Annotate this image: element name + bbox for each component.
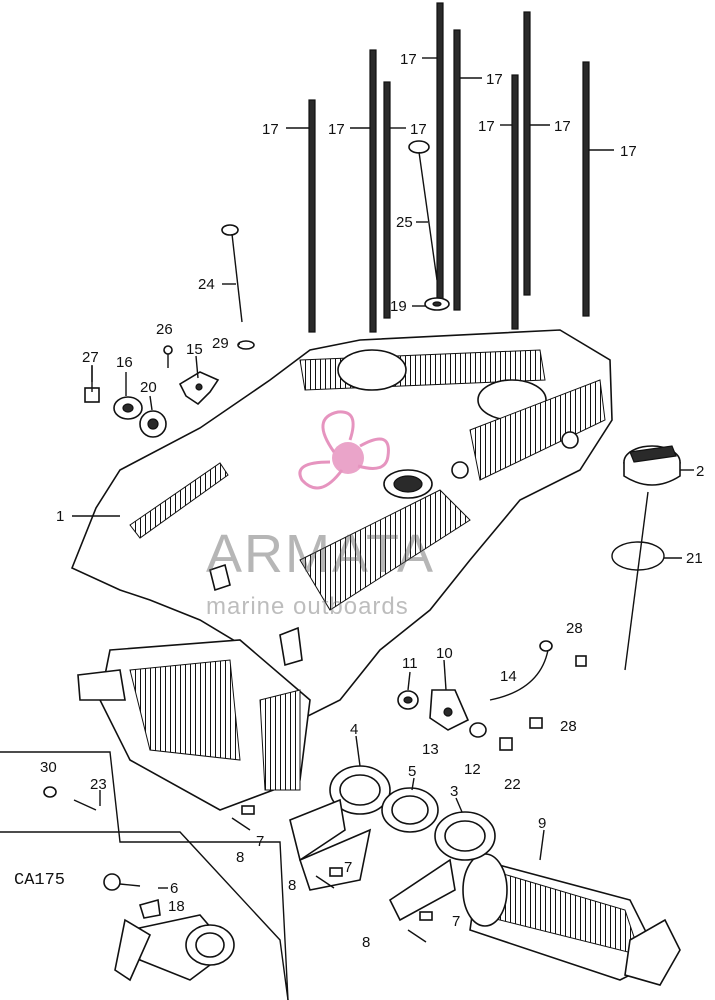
callout-30: 30 [40,759,57,776]
oil-filler-cap-2 [623,445,681,671]
callout-16: 16 [116,354,133,371]
watermark: ARMATA marine outboards [206,410,435,620]
model-label-ca175: CA175 [14,871,65,890]
stud-bolts-17 [308,2,590,333]
callout-22: 22 [504,776,521,793]
watermark-logo-icon [298,410,390,490]
callout-28-b: 28 [560,718,577,735]
callout-26: 26 [156,321,173,338]
callout-18: 18 [168,898,185,915]
callout-17-b: 17 [328,121,345,138]
callout-2: 2 [696,463,704,480]
callout-6: 6 [170,880,178,897]
callout-21: 21 [686,550,703,567]
callout-8-b: 8 [288,877,296,894]
callout-23: 23 [90,776,107,793]
callout-17-c: 17 [410,121,427,138]
shift-stopper-parts [397,640,587,751]
callout-20: 20 [140,379,157,396]
callout-27: 27 [82,349,99,366]
callout-17-e: 17 [486,71,503,88]
callout-25: 25 [396,214,413,231]
callout-8-a: 8 [236,849,244,866]
callout-12: 12 [464,761,481,778]
callout-10: 10 [436,645,453,662]
guide-pins-7-clips-8 [231,805,433,943]
callout-13: 13 [422,741,439,758]
callout-15: 15 [186,341,203,358]
push-rod-25 [408,140,450,311]
shift-forks-3-4-5 [289,765,496,922]
callout-9: 9 [538,815,546,832]
watermark-tagline: marine outboards [206,593,409,620]
callout-17-h: 17 [620,143,637,160]
small-parts-left [84,345,220,438]
callout-7-c: 7 [452,913,460,930]
watermark-brand: ARMATA [206,524,435,584]
callout-labels: 1 2 3 4 5 6 7 7 7 8 8 8 9 10 11 12 13 14… [14,51,704,951]
callout-11: 11 [402,655,418,672]
callout-29: 29 [212,335,229,352]
leader-lines [72,57,694,889]
callout-5: 5 [408,763,416,780]
callout-3: 3 [450,783,458,800]
callout-7-a: 7 [256,833,264,850]
callout-17-f: 17 [478,118,495,135]
callout-8-c: 8 [362,934,370,951]
callout-14: 14 [500,668,517,685]
callout-7-b: 7 [344,859,352,876]
callout-17-g: 17 [554,118,571,135]
callout-28-a: 28 [566,620,583,637]
callout-24: 24 [198,276,215,293]
callout-19: 19 [390,298,407,315]
crankcase-1 [70,329,613,811]
o-ring-21 [611,541,665,571]
inset-ca175 [0,751,289,1000]
callout-17-a: 17 [262,121,279,138]
callout-4: 4 [350,721,358,738]
callout-17-d: 17 [400,51,417,68]
bolt-24 [221,224,255,350]
callout-1: 1 [56,508,64,525]
shift-drum-9 [462,853,681,986]
